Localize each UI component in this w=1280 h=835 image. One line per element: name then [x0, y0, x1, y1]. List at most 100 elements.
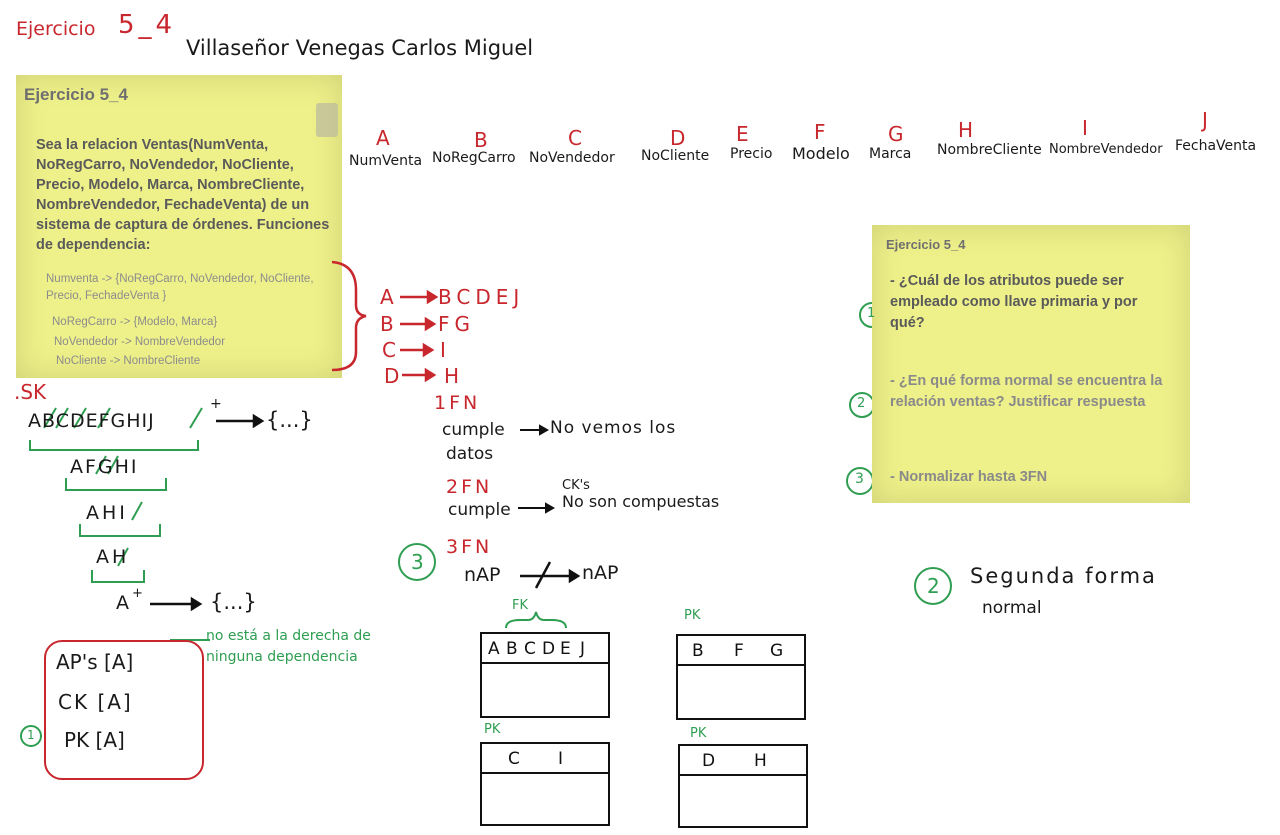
fd-lhs-2: B	[380, 312, 394, 336]
sk-closure-1: {...}	[266, 408, 313, 432]
slide-right-title: Ejercicio 5_4	[886, 237, 966, 252]
table-2-tag: PK	[684, 608, 701, 623]
attr-letter-f: F	[814, 120, 826, 144]
table-2-col: B	[692, 641, 704, 661]
table-3-col: C	[508, 749, 520, 769]
keys-box	[44, 640, 204, 780]
slide-left-dep-2: NoRegCarro -> {Modelo, Marca}	[52, 316, 218, 328]
sk-step-1: ABCDEFGHIJ	[28, 410, 155, 432]
table-4-header: D H	[680, 746, 806, 776]
fn1-text-2: No vemos los	[550, 418, 677, 438]
slide-left-title: Ejercicio 5_4	[24, 85, 128, 104]
table-1: A B C D E J	[480, 632, 610, 718]
fn2-label: 2FN	[446, 476, 493, 498]
attr-letter-a: A	[376, 126, 390, 150]
fd-rhs-1: BCDEJ	[438, 285, 525, 309]
fd-lhs-1: A	[380, 285, 394, 309]
table-4: D H	[678, 744, 808, 828]
table-4-col: D	[702, 751, 716, 771]
slide-left-dep-3: NoVendedor -> NombreVendedor	[54, 336, 226, 348]
sk-plus-1: +	[210, 396, 222, 412]
fn3-right: nAP	[582, 562, 619, 584]
table-1-col: E	[560, 639, 571, 659]
answer-3-circle: 3	[411, 550, 424, 574]
table-2-col: F	[734, 641, 744, 661]
sk-step-4: AH	[96, 546, 130, 568]
answer-2-circle: 2	[927, 574, 940, 598]
table-4-col: H	[754, 751, 767, 771]
table-1-col: B	[506, 639, 518, 659]
table-1-col: J	[580, 639, 586, 659]
keys-ck: CK [A]	[58, 690, 133, 714]
fd-rhs-2: FG	[438, 312, 476, 336]
attr-letter-i: I	[1082, 116, 1088, 140]
slide-left-dep-1: Numventa -> {NoRegCarro, NoVendedor, NoC…	[46, 273, 314, 302]
student-name: Villaseñor Venegas Carlos Miguel	[186, 36, 534, 60]
fd-lhs-4: D	[384, 364, 400, 388]
table-1-tag: FK	[512, 598, 529, 613]
table-3-header: C I	[482, 744, 608, 774]
sk-step-2: AFGHI	[70, 456, 139, 478]
exercise-label: Ejercicio	[16, 18, 96, 40]
table-1-col: C	[524, 639, 536, 659]
fd-rhs-3: I	[440, 338, 446, 362]
slide-right-question-2: - ¿En qué forma normal se encuentra la r…	[890, 373, 1163, 410]
slide-left-statement: Sea la relacion Ventas(NumVenta, NoRegCa…	[36, 137, 330, 253]
slide-photo-left: Ejercicio 5_4 Sea la relacion Ventas(Num…	[16, 75, 342, 378]
keys-aps: AP's [A]	[56, 650, 134, 674]
attr-letter-b: B	[474, 128, 488, 152]
sk-label: .SK	[14, 380, 47, 404]
answer-1-circle: 1	[27, 728, 35, 742]
fn1-text-1: cumple	[442, 420, 505, 440]
table-3-tag: PK	[484, 722, 501, 737]
fn1-text-3: datos	[446, 444, 494, 464]
attr-name-i: NombreVendedor	[1049, 142, 1163, 157]
sk-closure-2: {...}	[210, 590, 257, 614]
attr-name-e: Precio	[730, 146, 773, 162]
keys-note: no está a la derecha de ninguna dependen…	[206, 628, 371, 665]
fd-rhs-4: H	[444, 364, 460, 388]
attr-name-d: NoCliente	[641, 148, 710, 164]
attr-name-b: NoRegCarro	[432, 150, 516, 166]
table-1-header: A B C D E J	[482, 634, 608, 664]
attr-letter-g: G	[888, 122, 904, 146]
slide-right-question-3: - Normalizar hasta 3FN	[890, 469, 1048, 485]
question-circle-2: 2	[857, 396, 866, 411]
slide-photo-right: Ejercicio 5_4 - ¿Cuál de los atributos p…	[872, 225, 1190, 503]
sk-plus-2: +	[132, 586, 143, 601]
fn3-label: 3FN	[446, 536, 493, 558]
fn2-text-2: No son compuestas	[562, 492, 720, 511]
fd-lhs-3: C	[382, 338, 396, 362]
attr-name-c: NoVendedor	[529, 150, 615, 166]
logo-seal	[316, 103, 338, 137]
slide-left-dep-4: NoCliente -> NombreCliente	[56, 355, 201, 367]
table-1-col: D	[542, 639, 556, 659]
table-2-col: G	[770, 641, 784, 661]
fn1-label: 1FN	[434, 392, 481, 414]
fn2-ck: CK's	[562, 478, 590, 493]
slide-right-question-1: - ¿Cuál de los atributos puede ser emple…	[890, 273, 1138, 331]
attr-letter-e: E	[736, 122, 749, 146]
attr-letter-j: J	[1202, 108, 1208, 132]
answer-2-text-1: Segunda forma	[970, 564, 1157, 588]
fn2-text-1: cumple	[448, 500, 511, 520]
table-1-col: A	[488, 639, 500, 659]
fn3-left: nAP	[464, 564, 501, 586]
attr-letter-h: H	[958, 118, 974, 142]
answer-2-text-2: normal	[982, 598, 1042, 618]
attr-name-g: Marca	[869, 146, 912, 162]
attr-name-j: FechaVenta	[1175, 138, 1257, 154]
attr-letter-c: C	[568, 126, 582, 150]
attr-letter-d: D	[670, 126, 686, 150]
table-2: B F G	[676, 634, 806, 720]
question-circle-1: 1	[867, 306, 876, 321]
question-circle-3: 3	[855, 471, 864, 487]
sk-step-3: AHI	[86, 502, 128, 524]
table-3: C I	[480, 742, 610, 826]
attr-name-h: NombreCliente	[937, 142, 1042, 158]
attr-name-f: Modelo	[792, 144, 850, 163]
table-2-header: B F G	[678, 636, 804, 666]
table-3-col: I	[558, 749, 564, 769]
table-4-tag: PK	[690, 726, 707, 741]
sk-step-5: A	[116, 592, 129, 614]
